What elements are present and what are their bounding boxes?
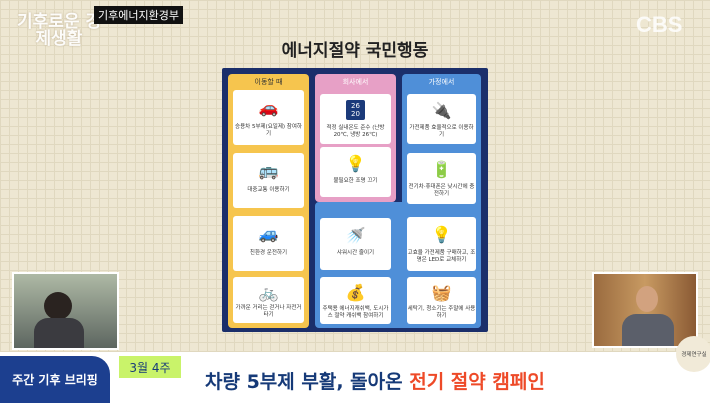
column-moving: 이동할 때 🚗 승용차 5부제(요일제) 참여하기 🚌 대중교통 이용하기 🚙 친환경… [228, 74, 309, 328]
car-icon: 🚗 [258, 98, 279, 118]
infographic-title: 에너지절약 국민행동 [281, 41, 429, 61]
thermostat-top: 26 [351, 102, 360, 111]
host-head [44, 292, 72, 320]
card-carpool: 🚗 승용차 5부제(요일제) 참여하기 [233, 90, 304, 145]
bicycle-icon: 🚲 [258, 282, 279, 302]
cbs-logo: CBS [636, 12, 683, 37]
card-text: 고효율 가전제품 구매하고, 조명은 LED로 교체하기 [407, 250, 476, 264]
segment-tab: 주간 기후 브리핑 [0, 356, 110, 403]
host-body [34, 318, 84, 348]
headline-main: 차량 5부제 부활, 돌아온 [205, 371, 410, 393]
shower-timer-icon: 🚿 [345, 225, 366, 245]
card-text: 승용차 5부제(요일제) 참여하기 [235, 123, 302, 137]
card-text: 주택용 에너지캐쉬백, 도시가스 절약 캐쉬백 참여하기 [322, 306, 389, 319]
card-shower: 🚿 샤워시간 줄이기 [320, 218, 391, 270]
card-weekend-laundry: 🧺 세탁기, 청소기는 주말에 사용하기 [407, 277, 476, 324]
host-video-left [12, 272, 119, 350]
card-cashback: 💰 주택용 에너지캐쉬백, 도시가스 절약 캐쉬백 참여하기 [320, 277, 391, 324]
card-eco-driving: 🚙 친환경 운전하기 [233, 216, 304, 271]
thermostat-bottom: 20 [351, 110, 360, 119]
ministry-caption: 기후에너지환경부 [94, 6, 183, 24]
card-text: 불필요한 조명 끄기 [333, 177, 378, 184]
guest-head [636, 286, 658, 312]
lower-third [0, 352, 710, 403]
coin-meter-icon: 💰 [345, 283, 366, 302]
infographic-panel: 이동할 때 🚗 승용차 5부제(요일제) 참여하기 🚌 대중교통 이용하기 🚙 친환경… [222, 68, 488, 332]
guest-video-right [592, 272, 698, 348]
guest-body [622, 314, 674, 346]
week-badge: 3월 4주 [119, 356, 181, 378]
card-lights-off: 💡 불필요한 조명 끄기 [320, 147, 391, 197]
card-appliances: 🔌 가전제품 효율적으로 이용하기 [407, 94, 476, 144]
card-led: 💡 고효율 가전제품 구매하고, 조명은 LED로 교체하기 [407, 217, 476, 271]
card-text: 세탁기, 청소기는 주말에 사용하기 [407, 306, 476, 319]
card-text: 샤워시간 줄이기 [336, 250, 375, 256]
column-label: 회사에서 [342, 78, 369, 86]
washing-machine-icon: 🧺 [431, 283, 452, 302]
lamp-switch-icon: 💡 [345, 153, 366, 173]
power-strip-icon: 🔌 [431, 100, 452, 120]
card-text: 친환경 운전하기 [249, 249, 288, 256]
card-text: 가전제품 효율적으로 이용하기 [409, 124, 474, 138]
bus-icon: 🚌 [258, 161, 279, 181]
card-text: 적정 실내온도 준수 (난방 20℃, 냉방 26℃) [326, 124, 385, 138]
corner-badge: 경제연구실 [676, 336, 710, 372]
column-home: 가정에서 🔌 가전제품 효율적으로 이용하기 🔋 전기차·휴대폰은 낮시간에 충전하… [402, 74, 481, 328]
column-label: 가정에서 [428, 78, 455, 86]
card-text: 가까운 거리는 걷거나 자전거타기 [235, 305, 302, 319]
card-transit: 🚌 대중교통 이용하기 [233, 153, 304, 208]
lightbulb-icon: 💡 [431, 225, 452, 245]
card-text: 전기차·휴대폰은 낮시간에 충전하기 [408, 184, 475, 198]
battery-icon: 🔋 [431, 160, 452, 180]
column-label: 이동할 때 [254, 78, 283, 86]
card-bicycle: 🚲 가까운 거리는 걷거나 자전거타기 [233, 277, 304, 323]
card-text: 대중교통 이용하기 [247, 186, 290, 193]
headline: 차량 5부제 부활, 돌아온 전기 절약 캠페인 [205, 367, 545, 394]
show-logo: 기후로운 경제생활 [16, 12, 102, 49]
headline-highlight: 전기 절약 캠페인 [409, 371, 545, 393]
suv-icon: 🚙 [258, 224, 279, 244]
card-daytime-charging: 🔋 전기차·휴대폰은 낮시간에 충전하기 [407, 153, 476, 204]
